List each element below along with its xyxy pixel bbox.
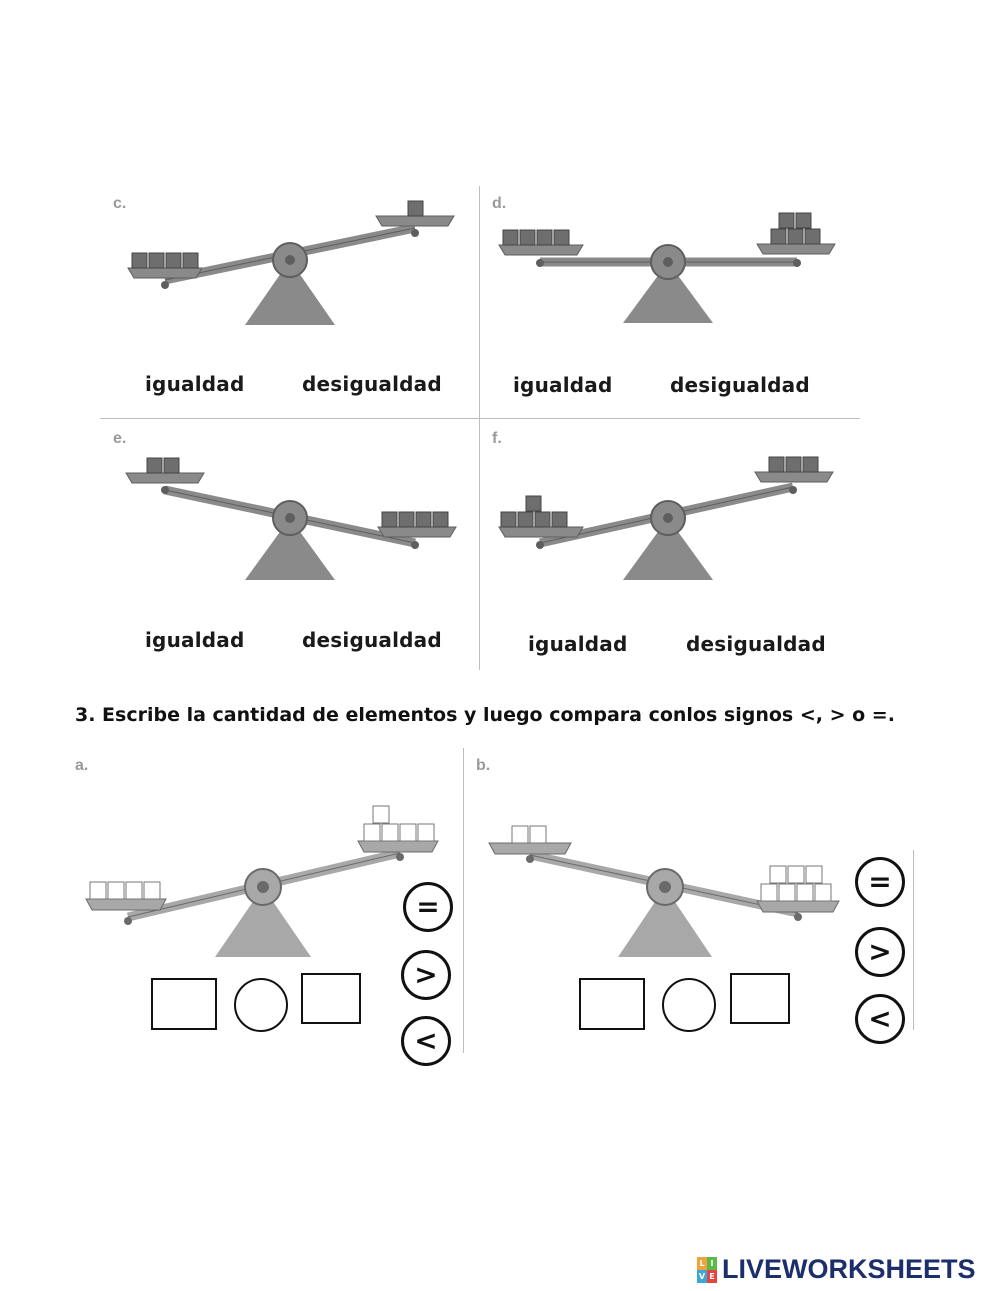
sign-equal-button-b[interactable]: = — [855, 857, 905, 907]
balance-scale-f — [498, 456, 834, 580]
balance-scale-e — [125, 457, 457, 580]
logo-letter-i: I — [707, 1257, 717, 1270]
sign-greater-button-b[interactable]: > — [855, 927, 905, 977]
sign-less-button-b[interactable]: < — [855, 994, 905, 1044]
answer-box-left-b[interactable] — [579, 978, 645, 1030]
option-desigualdad-d[interactable]: desigualdad — [670, 373, 810, 397]
liveworksheets-logo: L I V E — [697, 1257, 717, 1283]
panel-letter: d. — [492, 195, 507, 212]
panel-letter: c. — [113, 195, 127, 212]
balance-scale-c — [127, 200, 455, 325]
option-desigualdad-e[interactable]: desigualdad — [302, 628, 442, 652]
answer-box-right-b[interactable] — [730, 973, 790, 1024]
panel-letter: f. — [492, 430, 502, 447]
option-desigualdad-f[interactable]: desigualdad — [686, 632, 826, 656]
option-igualdad-d[interactable]: igualdad — [513, 373, 613, 397]
panel-letter: b. — [476, 757, 491, 774]
option-igualdad-e[interactable]: igualdad — [145, 628, 245, 652]
option-igualdad-c[interactable]: igualdad — [145, 372, 245, 396]
answer-circle-sign-b[interactable] — [662, 978, 716, 1032]
option-igualdad-f[interactable]: igualdad — [528, 632, 628, 656]
balance-scale-d — [498, 212, 836, 323]
answer-box-left-a[interactable] — [151, 978, 217, 1030]
exercise-3-instruction: 3. Escribe la cantidad de elementos y lu… — [75, 704, 895, 726]
panel-letter: a. — [75, 757, 89, 774]
option-desigualdad-c[interactable]: desigualdad — [302, 372, 442, 396]
sign-less-button-a[interactable]: < — [401, 1016, 451, 1066]
grid-divider-vertical — [479, 186, 480, 670]
sign-greater-button-a[interactable]: > — [401, 950, 451, 1000]
logo-letter-l: L — [697, 1257, 707, 1270]
logo-letter-v: V — [697, 1270, 707, 1283]
panel-letter: e. — [113, 430, 127, 447]
balance-scale-b — [488, 825, 840, 957]
logo-cube-icon: L I V E — [697, 1257, 717, 1283]
grid-divider-horizontal — [100, 418, 860, 419]
answer-circle-sign-a[interactable] — [234, 978, 288, 1032]
brand-name: LIVEWORKSHEETS — [722, 1254, 976, 1284]
sign-equal-button-a[interactable]: = — [403, 882, 453, 932]
balance-scale-a — [85, 805, 439, 957]
section-3-divider — [463, 748, 464, 1053]
answer-box-right-a[interactable] — [301, 973, 361, 1024]
logo-letter-e: E — [707, 1270, 717, 1283]
section-3-right-edge — [913, 850, 914, 1030]
